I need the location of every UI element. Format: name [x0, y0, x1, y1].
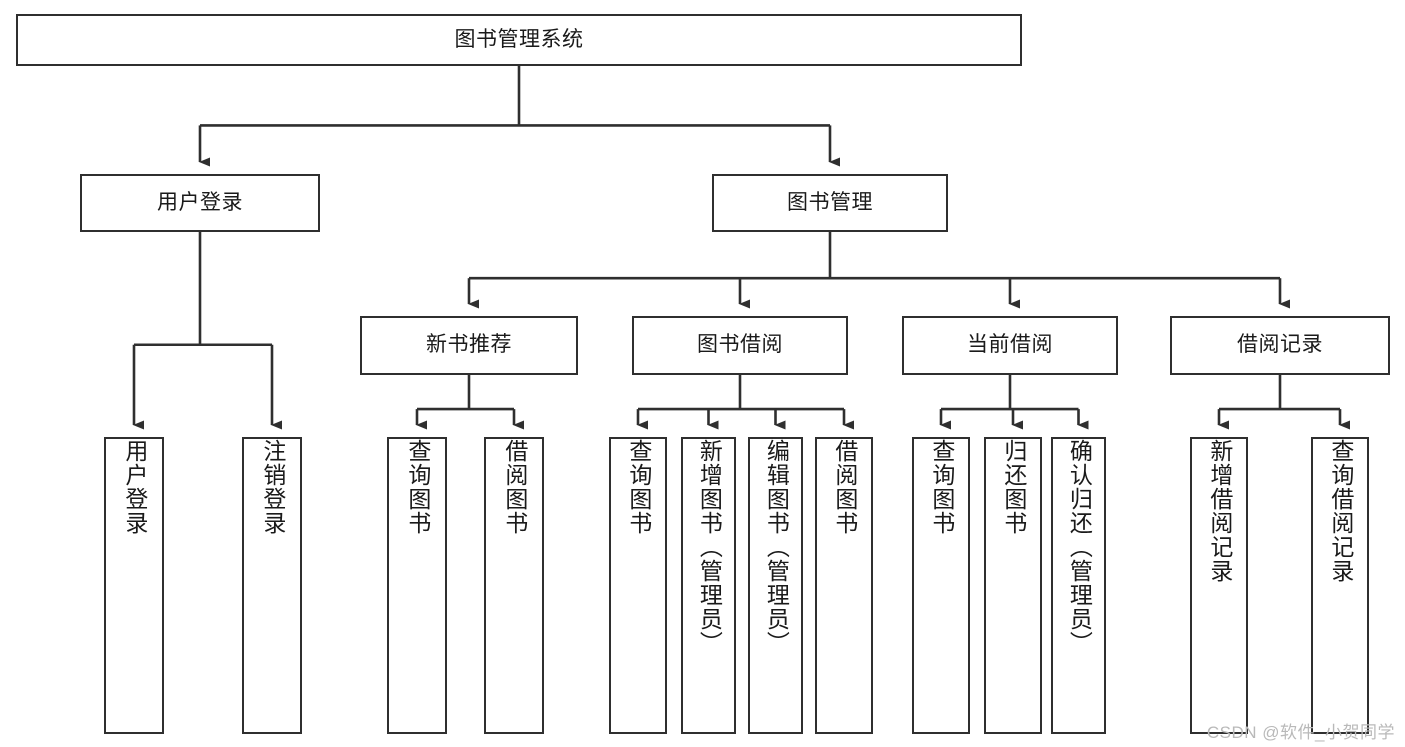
node-leaf-borrow-book-1[interactable]: 借阅图书	[484, 437, 544, 734]
node-label-leaf-borrow-book-2: 借阅图书	[831, 439, 858, 535]
node-leaf-user-login[interactable]: 用户登录	[104, 437, 164, 734]
node-leaf-query-record[interactable]: 查询借阅记录	[1311, 437, 1369, 734]
node-borrow-record[interactable]: 借阅记录	[1170, 316, 1390, 375]
node-label-user-login: 用户登录	[157, 190, 243, 214]
node-label-leaf-edit-book: 编辑图书（管理员）	[763, 439, 790, 655]
node-label-leaf-add-book: 新增图书（管理员）	[696, 439, 723, 655]
node-label-leaf-logout: 注销登录	[259, 439, 286, 535]
watermark-text: CSDN @软件_小贺同学	[1206, 723, 1395, 742]
node-current-borrow[interactable]: 当前借阅	[902, 316, 1118, 375]
node-leaf-query-book-1[interactable]: 查询图书	[387, 437, 447, 734]
node-label-leaf-return-book: 归还图书	[1000, 439, 1027, 535]
node-label-leaf-confirm-ret: 确认归还（管理员）	[1066, 439, 1093, 655]
node-label-leaf-user-login: 用户登录	[121, 439, 148, 535]
node-leaf-query-book-3[interactable]: 查询图书	[912, 437, 970, 734]
node-leaf-edit-book[interactable]: 编辑图书（管理员）	[748, 437, 803, 734]
node-leaf-add-book[interactable]: 新增图书（管理员）	[681, 437, 736, 734]
node-label-root: 图书管理系统	[454, 27, 584, 51]
node-label-new-book-rec: 新书推荐	[426, 333, 512, 357]
node-leaf-query-book-2[interactable]: 查询图书	[609, 437, 667, 734]
node-label-leaf-query-record: 查询借阅记录	[1327, 439, 1354, 583]
node-leaf-logout[interactable]: 注销登录	[242, 437, 302, 734]
node-leaf-add-record[interactable]: 新增借阅记录	[1190, 437, 1248, 734]
node-label-book-borrow: 图书借阅	[697, 333, 783, 357]
node-label-borrow-record: 借阅记录	[1237, 333, 1323, 357]
node-label-leaf-borrow-book-1: 借阅图书	[501, 439, 528, 535]
node-label-leaf-query-book-1: 查询图书	[404, 439, 431, 535]
node-leaf-confirm-ret[interactable]: 确认归还（管理员）	[1051, 437, 1106, 734]
node-label-leaf-query-book-2: 查询图书	[625, 439, 652, 535]
node-user-login[interactable]: 用户登录	[80, 174, 320, 232]
node-label-leaf-add-record: 新增借阅记录	[1206, 439, 1233, 583]
node-new-book-rec[interactable]: 新书推荐	[360, 316, 578, 375]
node-leaf-return-book[interactable]: 归还图书	[984, 437, 1042, 734]
node-label-current-borrow: 当前借阅	[967, 333, 1053, 357]
node-label-leaf-query-book-3: 查询图书	[928, 439, 955, 535]
node-label-book-manage: 图书管理	[787, 190, 873, 214]
node-book-manage[interactable]: 图书管理	[712, 174, 948, 232]
node-book-borrow[interactable]: 图书借阅	[632, 316, 848, 375]
node-leaf-borrow-book-2[interactable]: 借阅图书	[815, 437, 873, 734]
node-root[interactable]: 图书管理系统	[16, 14, 1022, 66]
